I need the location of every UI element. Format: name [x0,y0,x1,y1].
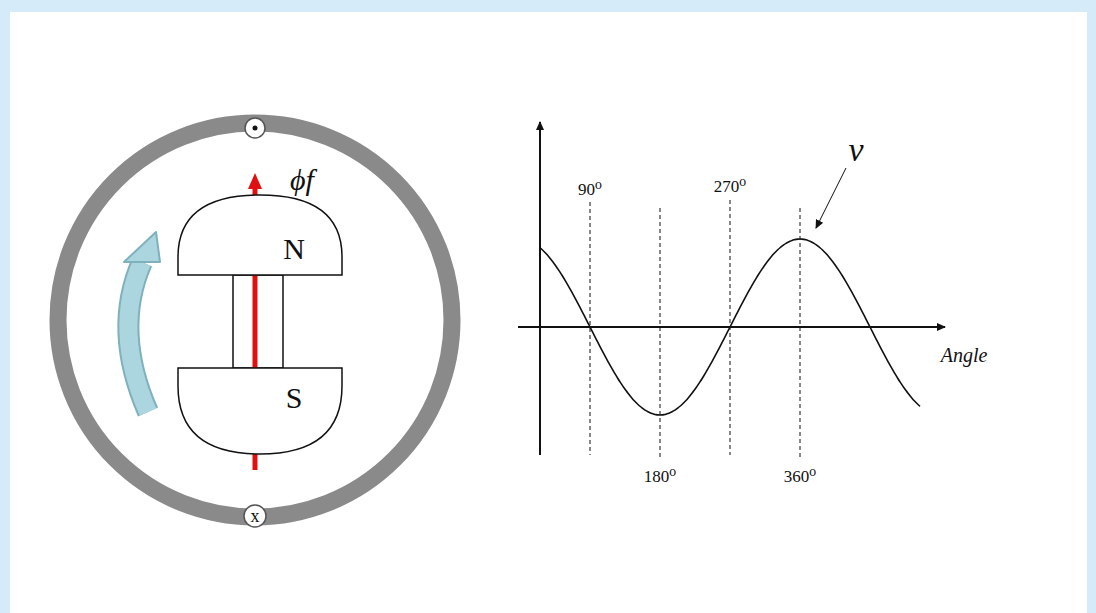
conductor-dot-center [253,126,258,131]
rotor-core [233,275,283,368]
rotation-arrow [128,262,148,412]
angle-tick: 90⁰ [576,180,604,199]
angle-tick: 270⁰ [712,177,748,196]
pole-outline-path [178,195,342,275]
north-pole-shoe: N [178,195,342,275]
y-axis [539,122,541,455]
south-pole-shoe: S [178,368,342,454]
voltage-label: v [846,132,865,168]
pole-outline [178,195,342,275]
conductor-dot [245,118,265,138]
angle-tick: 360⁰ [782,467,818,486]
x-axis [518,326,945,328]
rotation-arrowhead [124,232,160,262]
leader-line [816,168,846,228]
conductor-cross [244,505,266,527]
angle-tick: 180⁰ [642,467,678,486]
angle-gridlines [590,200,800,458]
voltage-wave [540,239,920,415]
pole-outline [178,368,342,454]
pole-letter: N [283,234,305,264]
pole-outline-path [178,368,342,454]
stator-ring [58,123,452,517]
cross-symbol: x [249,506,262,526]
pole-letter: S [286,383,303,413]
rotation-arrow-edge [128,262,148,412]
panel [10,12,1087,613]
axis-label: Angle [939,344,990,366]
flux-label: ϕf [288,164,316,196]
